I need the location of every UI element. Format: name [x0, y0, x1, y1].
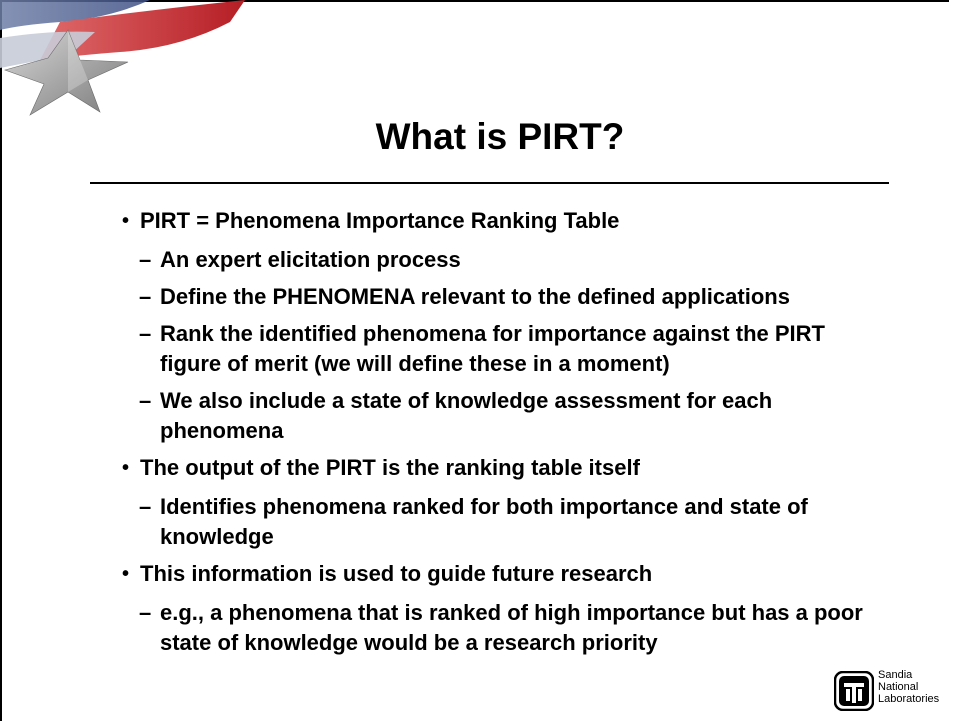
sub-bullet-marker: –: [139, 284, 152, 309]
bullet-item: • PIRT = Phenomena Importance Ranking Ta…: [122, 206, 882, 236]
sub-bullet-item: – e.g., a phenomena that is ranked of hi…: [139, 598, 882, 658]
sub-bullet-text: Rank the identified phenomena for import…: [160, 321, 825, 376]
sub-bullet-item: – Define the PHENOMENA relevant to the d…: [139, 282, 882, 312]
sub-bullet-text: Identifies phenomena ranked for both imp…: [160, 494, 808, 549]
bullet-text: This information is used to guide future…: [140, 561, 653, 586]
bullet-list: • PIRT = Phenomena Importance Ranking Ta…: [122, 206, 882, 665]
sandia-line-1: Sandia: [878, 669, 913, 681]
bullet-text: PIRT = Phenomena Importance Ranking Tabl…: [140, 208, 620, 233]
sub-bullet-item: – Rank the identified phenomena for impo…: [139, 319, 882, 379]
sandia-logo: Sandia National Laboratories: [832, 667, 950, 717]
sandia-thunderbird-icon: [834, 671, 874, 711]
bullet-item: • The output of the PIRT is the ranking …: [122, 453, 882, 483]
sub-bullet-marker: –: [139, 494, 152, 519]
bullet-marker: •: [122, 563, 130, 585]
sub-bullet-item: – We also include a state of knowledge a…: [139, 386, 882, 446]
sub-bullet-text: e.g., a phenomena that is ranked of high…: [160, 600, 863, 655]
sub-bullet-item: – Identifies phenomena ranked for both i…: [139, 492, 882, 552]
sandia-line-3: Laboratories: [878, 693, 940, 705]
bullet-text: The output of the PIRT is the ranking ta…: [140, 455, 640, 480]
sub-bullet-marker: –: [139, 247, 152, 272]
bullet-item: • This information is used to guide futu…: [122, 559, 882, 589]
sandia-line-2: National: [878, 681, 919, 693]
sub-bullet-text: Define the PHENOMENA relevant to the def…: [160, 284, 790, 309]
sub-bullet-item: – An expert elicitation process: [139, 245, 882, 275]
title-divider: [90, 182, 889, 184]
sub-bullet-marker: –: [139, 388, 152, 413]
slide-title: What is PIRT?: [375, 116, 625, 157]
sub-bullet-text: We also include a state of knowledge ass…: [160, 388, 773, 443]
sandia-wordmark: Sandia National Laboratories: [878, 669, 939, 705]
sub-bullet-marker: –: [139, 321, 152, 346]
sub-bullet-text: An expert elicitation process: [160, 247, 461, 272]
sub-bullet-marker: –: [139, 600, 152, 625]
bullet-marker: •: [122, 210, 130, 232]
star-flag-logo-icon: [0, 0, 245, 116]
bullet-marker: •: [122, 457, 130, 479]
